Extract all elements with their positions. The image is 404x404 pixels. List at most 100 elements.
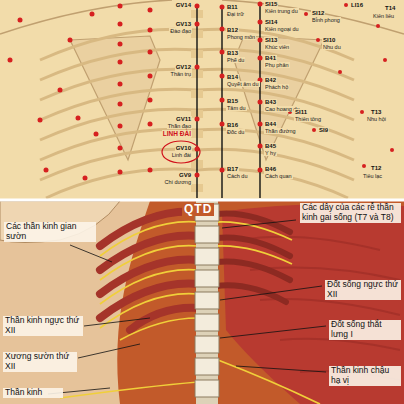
point-code: SI14 (264, 19, 278, 26)
anatomy-label: Đốt sống thắt lưng I (329, 320, 401, 340)
point-name: Thân trụ (170, 71, 192, 77)
acupoint (38, 118, 43, 123)
lung (222, 204, 404, 404)
point-name: Phụ phân (264, 62, 290, 68)
acupoint (258, 2, 263, 7)
acupoint (338, 70, 342, 74)
acupoint (148, 8, 153, 13)
acupoint (58, 88, 63, 93)
acupoint (383, 58, 387, 62)
point-code: B15 (226, 98, 239, 105)
point-name: Cách du (226, 173, 249, 179)
point-name: Khúc viên (264, 44, 290, 50)
point-code: B42 (264, 77, 277, 84)
acupoint (258, 144, 263, 149)
acupoint (18, 18, 23, 23)
acupoint (94, 132, 99, 137)
highlight-label: LINH ĐÀI (162, 130, 192, 137)
point-name: Đào đạo (169, 28, 192, 34)
point-name: Đốc du (226, 129, 245, 135)
acupoint (195, 22, 200, 27)
acupoint (195, 4, 200, 9)
acupoint (118, 102, 123, 107)
point-code: B43 (264, 99, 277, 106)
point-code: SI11 (294, 109, 308, 116)
acupoint (118, 170, 123, 175)
point-name: Nhu hội (366, 116, 387, 122)
acupoint (312, 128, 316, 132)
acupoint (390, 148, 394, 152)
acupoint (118, 22, 123, 27)
point-code: GV10 (175, 145, 192, 152)
point-code: B17 (226, 166, 239, 173)
acupoint (118, 4, 123, 9)
point-code: SI9 (318, 127, 329, 134)
point-code: B16 (226, 122, 239, 129)
point-code: T13 (370, 109, 382, 116)
acupoint (118, 146, 123, 151)
anatomy-label: Đốt sống ngực thứ XII (325, 280, 401, 300)
point-code: T12 (370, 165, 382, 172)
acupoint (148, 98, 153, 103)
point-name: Phong môn (226, 34, 256, 40)
acupoint (195, 117, 200, 122)
acupoint (220, 27, 225, 32)
point-name: Nhu du (322, 44, 342, 50)
point-code: GV13 (175, 21, 192, 28)
point-name: Tâm du (226, 105, 247, 111)
point-code: B46 (264, 166, 277, 173)
point-name: Linh đài (171, 152, 192, 158)
vertebra (195, 204, 219, 397)
acupoint (148, 122, 153, 127)
anatomy-label: Thần kinh chậu hạ vị (329, 366, 401, 386)
acupoint (220, 122, 225, 127)
chart-ground (0, 0, 404, 200)
point-code: T14 (384, 5, 396, 12)
anatomy-label: Thần kinh ngực thứ XII (3, 316, 83, 336)
acupoint-dots (8, 2, 395, 181)
acupoint (258, 56, 263, 61)
acupoint (220, 74, 225, 79)
lung-texture (240, 237, 400, 380)
acupoint (195, 173, 200, 178)
point-name: Bỉnh phong (311, 17, 341, 23)
point-code: GV9 (178, 172, 192, 179)
intercostal-nerve (60, 222, 198, 398)
point-code: B41 (264, 55, 277, 62)
point-name: Kiên trung du (264, 8, 299, 14)
acupoint (118, 60, 123, 65)
acupoint (148, 74, 153, 79)
point-code: GV14 (175, 2, 192, 9)
point-code: LI16 (350, 2, 364, 9)
acupoint (83, 176, 88, 181)
acupoint (344, 3, 348, 7)
acupoint (316, 38, 320, 42)
point-name: Cách quan (264, 173, 293, 179)
acupoint (148, 50, 153, 55)
point-code: B44 (264, 121, 277, 128)
point-name: Tiêu lạc (362, 173, 383, 179)
acupoint (220, 5, 225, 10)
acupoint (90, 12, 95, 17)
acupoint (220, 50, 225, 55)
point-code: SI10 (322, 37, 336, 44)
leader-line (48, 220, 326, 394)
acupoint (258, 20, 263, 25)
anatomy-label: Các thần kinh gian sườn (4, 222, 96, 242)
acupoint (220, 98, 225, 103)
anatomy-label: Xương sườn thứ XII (3, 352, 77, 372)
anatomy-label: Các dây của các rễ thần kinh gai sống (T… (300, 203, 401, 223)
point-code: B14 (226, 74, 239, 81)
acupoint (304, 12, 308, 16)
point-code: SI15 (264, 1, 278, 8)
point-name: Thần đường (264, 128, 297, 134)
point-code: B13 (226, 50, 239, 57)
point-name: Thiên tông (294, 116, 322, 122)
point-name: Thần đạo (167, 123, 192, 129)
point-name: Phế du (226, 57, 245, 63)
point-name: Kiên liêu (372, 13, 395, 19)
point-name: Kiên ngoại du (264, 26, 300, 32)
acupoint (258, 38, 263, 43)
